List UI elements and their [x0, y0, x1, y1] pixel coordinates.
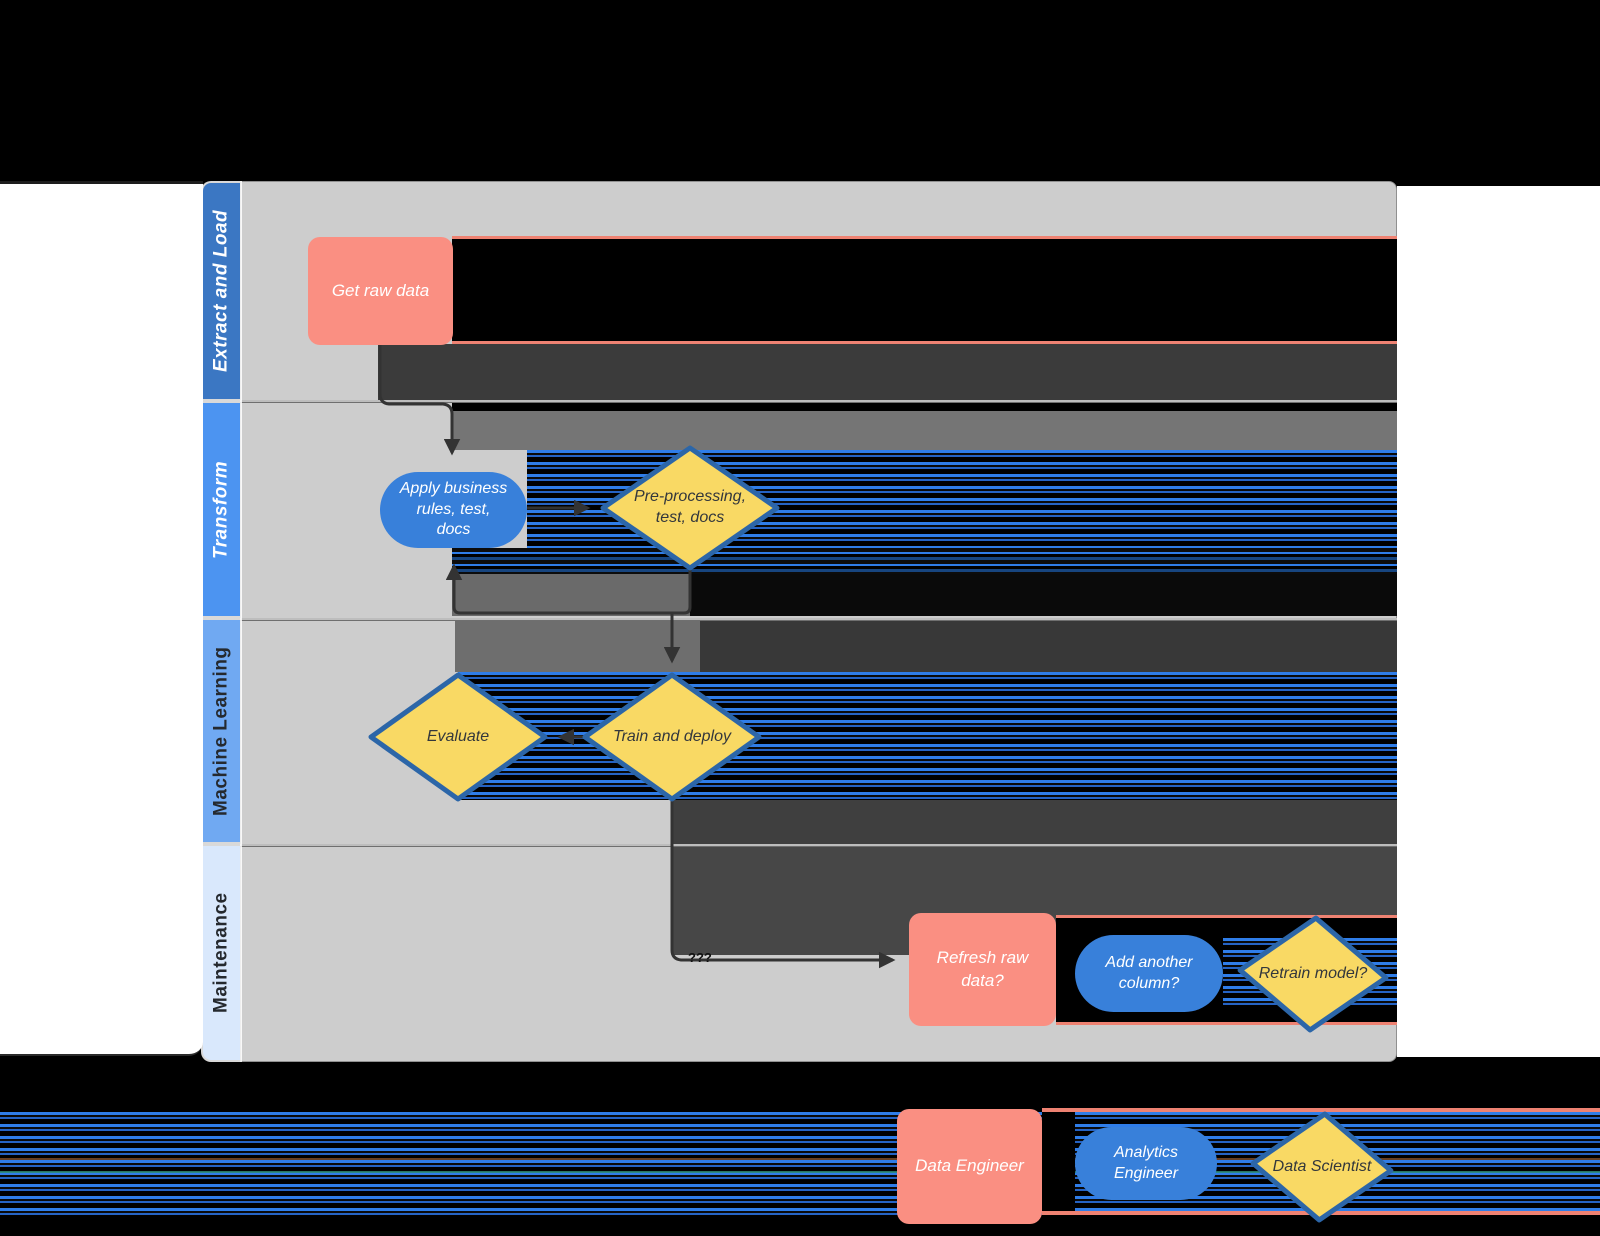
glitch-band-darkgray — [378, 344, 1397, 400]
glitch-pink-line — [1056, 1022, 1397, 1025]
node-label: Pre-processing, test, docs — [633, 488, 747, 526]
legend-analytics-engineer: Analytics Engineer — [1075, 1127, 1217, 1200]
glitch-band-darkgray — [672, 800, 1397, 844]
node-label: Apply business rules, test, docs — [399, 479, 508, 539]
top-edge-line — [0, 181, 203, 184]
node-refresh-raw-data: Refresh raw data? — [909, 913, 1056, 1026]
retrainmodel-diamond-shape — [1237, 915, 1389, 1033]
traindeploy-diamond-shape — [582, 672, 762, 802]
lane-divider — [240, 618, 1397, 621]
node-label: Add another column? — [1105, 953, 1193, 992]
glitch-band-black — [690, 574, 1397, 616]
glitch-teal-line — [0, 1171, 1600, 1173]
right-margin-panel — [1397, 186, 1600, 1057]
node-preprocessing-label: Pre-processing, test, docs — [615, 468, 765, 548]
glitch-pink-line — [1056, 915, 1397, 918]
glitch-band-black — [452, 401, 1397, 411]
glitch-pink-line — [452, 236, 1397, 239]
connector-arrows — [378, 345, 896, 969]
legend-data-engineer: Data Engineer — [897, 1109, 1042, 1224]
lane-maintenance: Maintenance — [203, 846, 240, 1060]
lane-transform: Transform — [203, 403, 240, 616]
glitch-band-black — [452, 239, 1397, 341]
legend-label: Data Scientist — [1272, 1157, 1372, 1175]
node-get-raw-data: Get raw data — [308, 237, 453, 345]
left-margin-panel — [0, 181, 203, 1056]
node-label: Refresh raw data? — [936, 948, 1029, 990]
preprocessing-diamond-shape — [600, 445, 780, 571]
datascientist-diamond-shape — [1250, 1111, 1394, 1223]
glitch-band-black — [1042, 1112, 1075, 1211]
arrow-preprocessing-back-to-applyrules — [445, 563, 692, 615]
glitch-orange-line — [0, 1158, 1600, 1160]
glitch-band-darkgray — [700, 619, 1397, 672]
glitch-band-gray — [452, 411, 1397, 450]
node-label: Get raw data — [331, 280, 430, 300]
lane-divider — [240, 844, 1397, 847]
lane-extract-and-load: Extract and Load — [203, 183, 240, 399]
glitch-pink-line — [452, 341, 1397, 344]
arrow-traindeploy-to-refreshdata — [670, 801, 896, 969]
diamond-shapes — [368, 445, 1394, 1223]
legend-label: Analytics Engineer — [1113, 1143, 1179, 1182]
evaluate-diamond-shape — [368, 672, 548, 802]
glitch-question-marks: ??? — [688, 950, 712, 965]
arrow-getrawdata-to-applyrules — [378, 345, 461, 456]
node-apply-business-rules: Apply business rules, test, docs — [380, 472, 527, 548]
node-evaluate-label: Evaluate — [383, 697, 533, 777]
lane-divider — [240, 400, 1397, 403]
glitch-band-stripes — [452, 548, 1397, 574]
node-train-deploy-label: Train and deploy — [597, 697, 747, 777]
glitch-pink-line — [1042, 1108, 1600, 1112]
node-label: Train and deploy — [613, 727, 731, 745]
node-label: Evaluate — [426, 727, 490, 745]
legend-label: Data Engineer — [915, 1156, 1024, 1176]
node-add-another-column: Add another column? — [1075, 935, 1223, 1012]
lane-machine-learning: Machine Learning — [203, 620, 240, 842]
glitch-band-gray — [455, 619, 700, 672]
node-label: Retrain model? — [1258, 964, 1368, 982]
legend-data-scientist: Data Scientist — [1247, 1127, 1397, 1207]
node-retrain-model-label: Retrain model? — [1238, 934, 1388, 1014]
